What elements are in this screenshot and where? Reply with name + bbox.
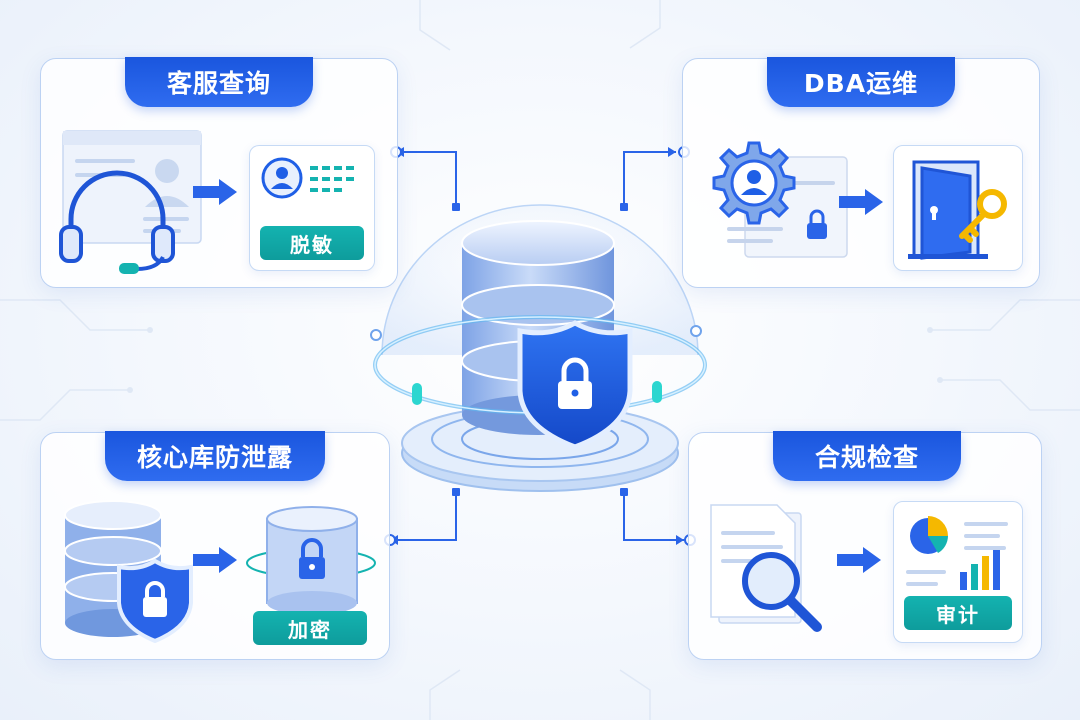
headset-icon — [59, 130, 202, 274]
audit-chart-icon — [906, 516, 1008, 590]
gear-user-icon — [712, 141, 848, 258]
card-core-db-leak-prevention: 核心库防泄露 加密 — [40, 431, 390, 660]
arrow-right-icon — [837, 547, 881, 573]
arrow-right-icon — [193, 547, 237, 573]
card-title: 客服查询 — [125, 57, 313, 107]
document-magnifier-icon — [710, 504, 822, 632]
arrow-right-icon — [839, 189, 883, 215]
badge-desensitize: 脱敏 — [260, 226, 364, 260]
database-shield-icon — [64, 500, 193, 644]
card-title: 合规检查 — [773, 431, 961, 481]
card-title: DBA运维 — [767, 57, 955, 107]
masked-id-card: 脱敏 — [249, 145, 375, 271]
door-key-panel — [893, 145, 1023, 271]
audit-panel: 审计 — [893, 501, 1023, 643]
badge-audit: 审计 — [904, 596, 1012, 630]
arrow-right-icon — [193, 179, 237, 205]
user-profile-icon — [261, 157, 354, 199]
center-database-shield — [370, 204, 707, 492]
badge-encrypt: 加密 — [253, 611, 367, 645]
door-key-icon — [908, 160, 1007, 260]
card-dba-ops: DBA运维 — [682, 57, 1040, 288]
card-customer-service: 客服查询 脱敏 — [40, 57, 398, 288]
card-compliance-check: 合规检查 审计 — [688, 431, 1042, 660]
card-title: 核心库防泄露 — [105, 431, 325, 481]
encrypted-database-icon — [246, 506, 376, 615]
